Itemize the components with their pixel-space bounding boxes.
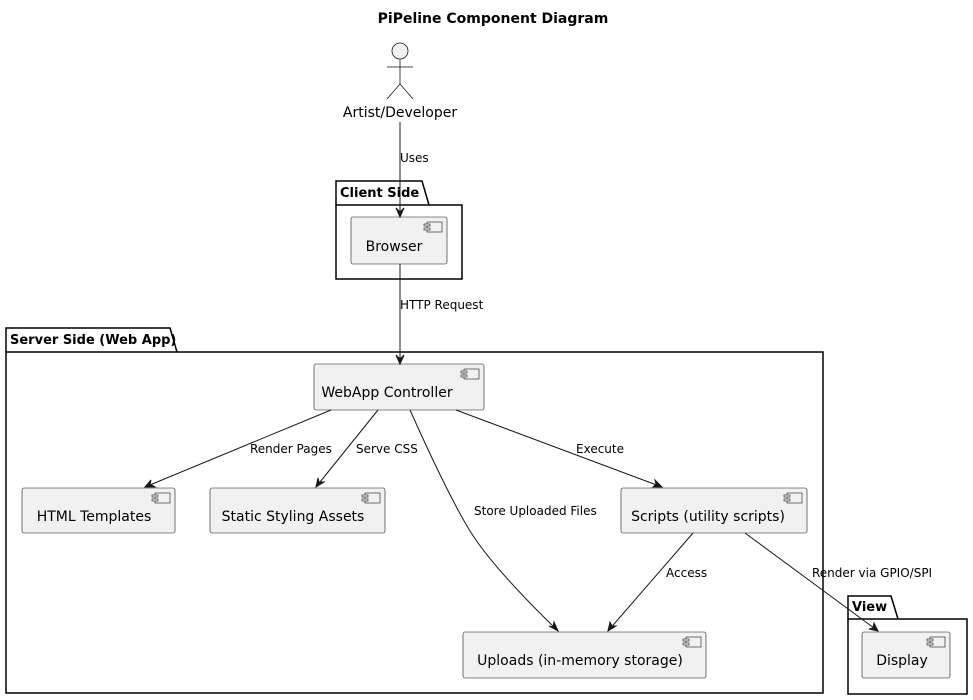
edge-http-request: HTTP Request bbox=[395, 264, 484, 366]
component-static-styling-assets: Static Styling Assets bbox=[209, 487, 386, 534]
edge-uses-label: Uses bbox=[400, 151, 429, 165]
actor-label: Artist/Developer bbox=[343, 105, 457, 121]
component-templates-label: HTML Templates bbox=[37, 509, 152, 525]
edge-serve-css: Serve CSS bbox=[315, 409, 418, 489]
component-uploads: Uploads (in-memory storage) bbox=[462, 631, 707, 679]
component-display-label: Display bbox=[876, 653, 928, 669]
edge-render-gpio: Render via GPIO/SPI bbox=[744, 532, 932, 632]
actor-head bbox=[391, 42, 409, 60]
actor-leg-right bbox=[399, 83, 414, 100]
component-scripts: Scripts (utility scripts) bbox=[620, 487, 808, 534]
component-html-templates: HTML Templates bbox=[21, 487, 176, 534]
edge-access-label: Access bbox=[666, 566, 707, 580]
edge-http-label: HTTP Request bbox=[400, 298, 484, 312]
component-webapp-controller: WebApp Controller bbox=[313, 363, 485, 411]
edge-uses: Uses bbox=[395, 122, 429, 219]
package-server-label: Server Side (Web App) bbox=[10, 333, 176, 348]
component-display: Display bbox=[861, 631, 951, 679]
edge-serve-css-label: Serve CSS bbox=[356, 442, 418, 456]
edge-execute-label: Execute bbox=[576, 442, 624, 456]
component-browser-label: Browser bbox=[366, 239, 423, 255]
diagram-title: PiPeline Component Diagram bbox=[378, 11, 609, 27]
package-server-side: Server Side (Web App) bbox=[5, 327, 824, 694]
edge-store-label: Store Uploaded Files bbox=[474, 504, 597, 518]
edge-render-pages-label: Render Pages bbox=[250, 442, 332, 456]
edge-render-pages: Render Pages bbox=[143, 409, 332, 488]
component-uploads-label: Uploads (in-memory storage) bbox=[477, 653, 683, 669]
actor-leg-left bbox=[386, 83, 401, 100]
package-view: View bbox=[847, 595, 968, 695]
edge-access: Access bbox=[607, 532, 707, 633]
actor-artist-developer: Artist/Developer bbox=[343, 42, 457, 121]
edge-execute: Execute bbox=[455, 409, 664, 488]
component-static-label: Static Styling Assets bbox=[222, 509, 365, 525]
package-client-label: Client Side bbox=[340, 186, 419, 201]
component-scripts-label: Scripts (utility scripts) bbox=[631, 509, 785, 525]
component-controller-label: WebApp Controller bbox=[321, 385, 452, 401]
edge-render-gpio-label: Render via GPIO/SPI bbox=[812, 566, 932, 580]
edge-store-uploaded-files: Store Uploaded Files bbox=[409, 409, 597, 633]
package-view-label: View bbox=[852, 600, 887, 615]
component-browser: Browser bbox=[350, 216, 448, 265]
